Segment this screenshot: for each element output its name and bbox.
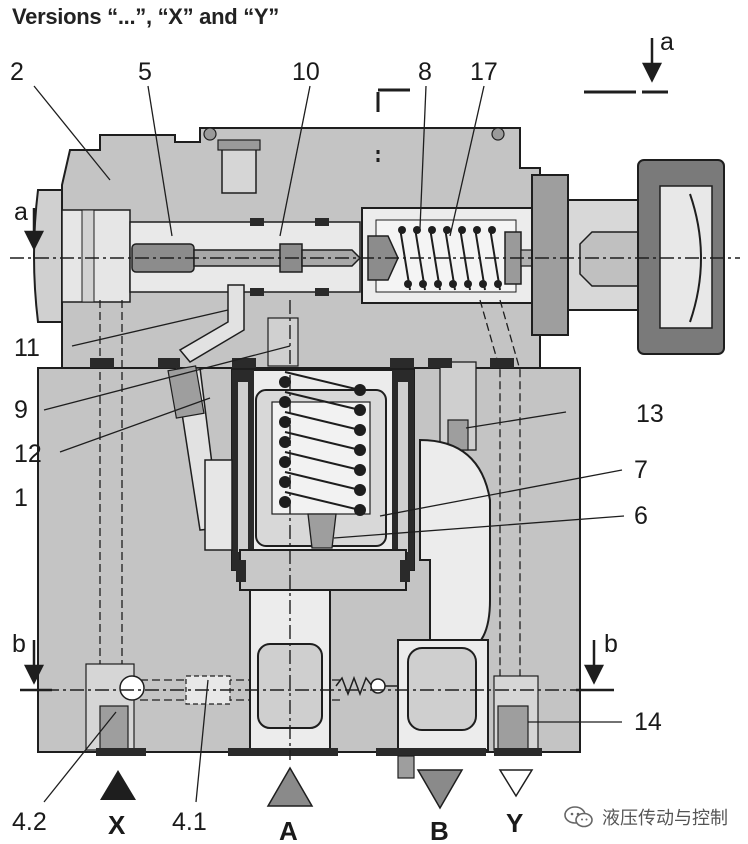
main-seal-r bbox=[400, 560, 410, 582]
port-b-bolt bbox=[397, 755, 415, 779]
main-seal-l bbox=[236, 560, 246, 582]
section-mark-b-left: b bbox=[12, 630, 26, 658]
poppet-cone bbox=[367, 235, 399, 281]
damping-orifice-6 bbox=[307, 513, 337, 549]
top-screw-right bbox=[491, 127, 505, 141]
callout-1: 1 bbox=[14, 484, 28, 512]
left-bore-inner bbox=[81, 209, 95, 303]
spring-coil-dots bbox=[398, 226, 502, 288]
callout-7: 7 bbox=[634, 456, 648, 484]
callout-4-1: 4.1 bbox=[172, 808, 207, 836]
callout-13: 13 bbox=[636, 400, 664, 428]
section-line-top bbox=[376, 88, 668, 165]
channel-11 bbox=[178, 284, 245, 363]
b-channel bbox=[419, 438, 491, 651]
wechat-icon bbox=[564, 806, 594, 828]
port-label-a: A bbox=[279, 816, 298, 844]
port-label-x: X bbox=[108, 810, 126, 840]
plug-42-ball bbox=[119, 675, 145, 701]
orifice-9 bbox=[267, 317, 299, 367]
main-sleeve-right-inner bbox=[398, 382, 408, 552]
callout-17: 17 bbox=[470, 58, 498, 86]
watermark: 液压传动与控制 bbox=[564, 804, 728, 830]
adjust-nut bbox=[531, 174, 569, 336]
callout-2: 2 bbox=[10, 58, 24, 86]
callout-6: 6 bbox=[634, 502, 648, 530]
pilot-seal-1 bbox=[250, 218, 264, 226]
callout-9: 9 bbox=[14, 396, 28, 424]
top-screw-left bbox=[203, 127, 217, 141]
main-sleeve-left-inner bbox=[238, 382, 248, 552]
main-spool-base bbox=[239, 549, 407, 591]
left-recess bbox=[204, 459, 233, 551]
left-cap bbox=[33, 189, 63, 323]
callout-10: 10 bbox=[292, 58, 320, 86]
plug-42 bbox=[99, 705, 129, 751]
left-bore bbox=[61, 209, 131, 303]
callout-12: 12 bbox=[14, 440, 42, 468]
diagram-title: Versions “...”, “X” and “Y” bbox=[12, 4, 279, 29]
main-spring bbox=[284, 371, 361, 511]
top-plug-head bbox=[217, 139, 261, 151]
port-y-triangle bbox=[498, 769, 534, 798]
callout-8: 8 bbox=[418, 58, 432, 86]
section-mark-a-left: a bbox=[14, 198, 28, 226]
pilot-seal-2 bbox=[250, 288, 264, 296]
interface-seals bbox=[90, 358, 514, 368]
plug-12 bbox=[167, 365, 205, 419]
callout-11: 11 bbox=[14, 334, 40, 362]
port-b-window bbox=[407, 647, 477, 731]
top-plug bbox=[221, 144, 257, 194]
port-label-y: Y bbox=[506, 808, 524, 838]
pilot-seal-4 bbox=[315, 288, 329, 296]
port-label-b: B bbox=[430, 816, 449, 844]
callout-4-2: 4.2 bbox=[12, 808, 47, 836]
port-x-triangle bbox=[100, 770, 136, 800]
adjust-knob-inner bbox=[659, 185, 713, 329]
centerlines bbox=[10, 257, 740, 760]
main-spring-dots bbox=[279, 376, 366, 516]
pilot-spring bbox=[399, 227, 501, 291]
pilot-seal-3 bbox=[315, 218, 329, 226]
leader-lines bbox=[33, 85, 625, 803]
section-mark-b-right: b bbox=[604, 630, 618, 658]
callout-14: 14 bbox=[634, 708, 662, 736]
pilot-drillings bbox=[99, 299, 521, 740]
bottom-seals bbox=[96, 748, 542, 756]
port-b-triangle bbox=[416, 769, 464, 810]
adjust-knob-cap bbox=[689, 193, 702, 323]
callout-5: 5 bbox=[138, 58, 152, 86]
port-a-triangle bbox=[266, 766, 314, 807]
plug-14 bbox=[497, 705, 529, 751]
watermark-text: 液压传动与控制 bbox=[602, 808, 728, 829]
section-mark-a-right: a bbox=[660, 28, 674, 56]
section-arrows bbox=[20, 38, 663, 692]
